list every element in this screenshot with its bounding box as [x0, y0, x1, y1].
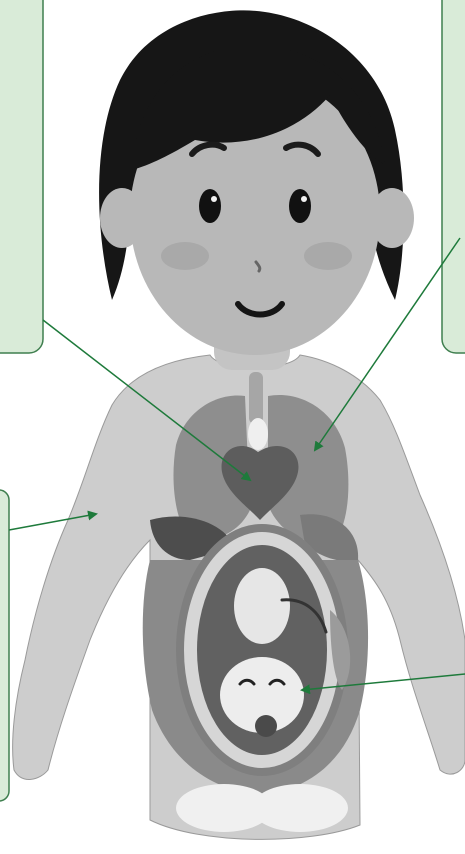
callout-box-top-right: [442, 0, 465, 353]
eye-left: [199, 189, 221, 223]
ear-right: [370, 188, 414, 248]
trachea: [249, 372, 263, 424]
eye-right: [289, 189, 311, 223]
callout-box-bottom-left: [0, 490, 9, 801]
callout-box-top-left: [0, 0, 43, 353]
ear-left: [100, 188, 144, 248]
baby-fist: [255, 715, 277, 737]
baby-body: [234, 568, 290, 644]
cheek-right: [304, 242, 352, 270]
cheek-left: [161, 242, 209, 270]
